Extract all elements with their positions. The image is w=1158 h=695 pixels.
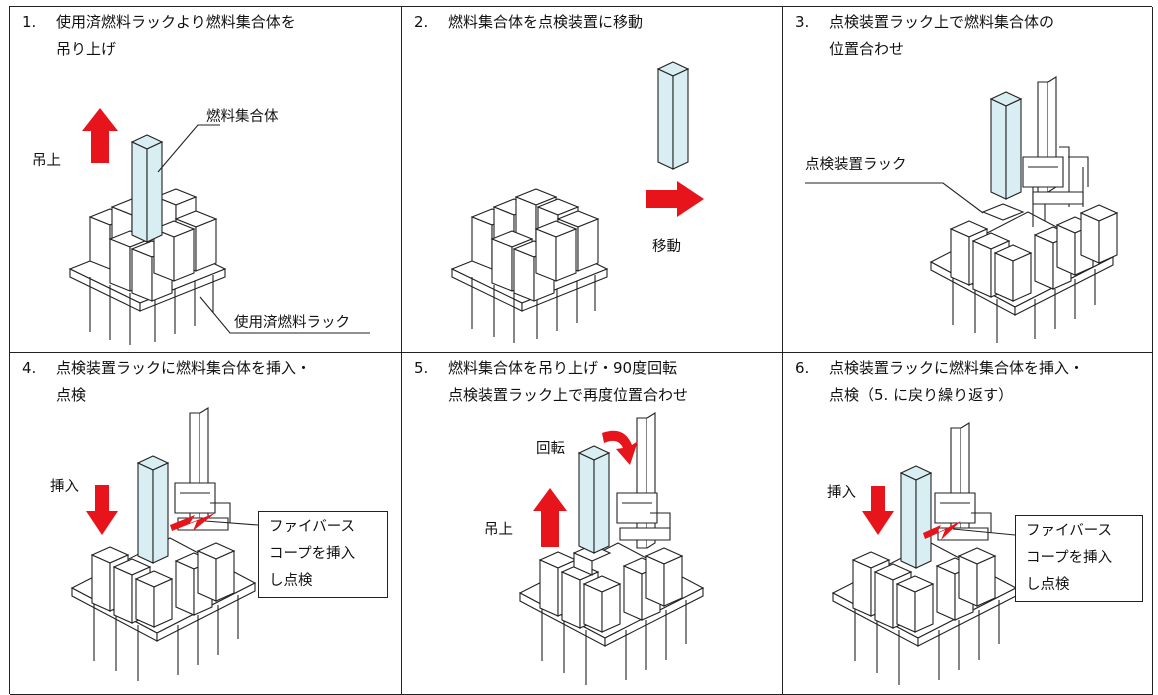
callout-line-2: コープを挿入 bbox=[1026, 550, 1113, 566]
step-number: 3. bbox=[795, 13, 810, 31]
fiberscope-arrow bbox=[170, 513, 215, 531]
caption-line-1: 使用済燃料ラックより燃料集合体を bbox=[56, 13, 296, 31]
label-spent-fuel-rack: 使用済燃料ラック bbox=[234, 315, 350, 331]
panel-step-5: 5. 燃料集合体を吊り上げ・90度回転 点検装置ラック上で再度位置合わせ 回転 … bbox=[402, 353, 783, 695]
label-lift: 吊上 bbox=[32, 153, 61, 169]
step-2-illustration bbox=[450, 61, 704, 343]
step-1-illustration bbox=[68, 108, 370, 345]
caption-line-2: 点検（5. に戻り繰り返す） bbox=[829, 386, 1014, 404]
label-lift: 吊上 bbox=[484, 522, 513, 538]
panel-step-1: 1. 使用済燃料ラックより燃料集合体を 吊り上げ 燃料集合体 吊上 使用済燃料ラ… bbox=[10, 7, 402, 353]
lift-arrow bbox=[82, 108, 118, 163]
panel-step-3: 3. 点検装置ラック上で燃料集合体の 位置合わせ 点検装置ラック bbox=[783, 7, 1153, 353]
fuel-assembly bbox=[989, 91, 1023, 200]
step-number: 5. bbox=[414, 359, 429, 377]
step-number: 6. bbox=[795, 359, 810, 377]
label-insert: 挿入 bbox=[827, 485, 856, 501]
fiberscope-callout: ファイバース コープを挿入 し点検 bbox=[1015, 515, 1143, 602]
insert-arrow bbox=[86, 485, 118, 535]
spent-fuel-rack bbox=[68, 188, 227, 345]
lift-arrow bbox=[533, 488, 567, 547]
label-rotate: 回転 bbox=[536, 441, 565, 457]
insert-arrow bbox=[862, 486, 894, 535]
callout-line-3: し点検 bbox=[1026, 577, 1070, 593]
step-5-illustration bbox=[518, 412, 705, 685]
caption-line-2: 点検 bbox=[56, 386, 87, 404]
panel-step-6: 6. 点検装置ラックに燃料集合体を挿入・ 点検（5. に戻り繰り返す） 挿入 フ… bbox=[783, 353, 1153, 695]
rotate-arrow bbox=[602, 430, 638, 465]
inspection-rack bbox=[518, 412, 705, 685]
caption-line-2: 点検装置ラック上で再度位置合わせ bbox=[448, 386, 689, 404]
inspection-rack bbox=[831, 422, 1018, 685]
caption-line-2: 吊り上げ bbox=[56, 40, 117, 58]
panel-step-2: 2. 燃料集合体を点検装置に移動 移動 bbox=[402, 7, 783, 353]
panel-step-4: 4. 点検装置ラックに燃料集合体を挿入・ 点検 挿入 ファイバース コープを挿入… bbox=[10, 353, 402, 695]
fuel-assembly bbox=[577, 445, 611, 554]
step-number: 4. bbox=[22, 359, 37, 377]
caption-line-1: 点検装置ラックに燃料集合体を挿入・ bbox=[829, 359, 1085, 377]
caption-line-1: 点検装置ラック上で燃料集合体の bbox=[829, 13, 1055, 31]
step-4-illustration bbox=[70, 407, 259, 681]
step-3-illustration bbox=[805, 76, 1119, 343]
caption-line-1: 点検装置ラックに燃料集合体を挿入・ bbox=[56, 359, 312, 377]
callout-line-2: コープを挿入 bbox=[269, 546, 356, 562]
callout-line-1: ファイバース bbox=[1026, 523, 1112, 539]
fiberscope-callout: ファイバース コープを挿入 し点検 bbox=[258, 511, 388, 598]
caption-line-1: 燃料集合体を吊り上げ・90度回転 bbox=[448, 359, 678, 377]
label-move: 移動 bbox=[652, 239, 681, 255]
leader-fuel-assembly bbox=[157, 124, 220, 173]
fuel-assembly bbox=[130, 134, 164, 243]
leader-callout bbox=[952, 528, 1016, 536]
caption-line-1: 燃料集合体を点検装置に移動 bbox=[448, 13, 644, 31]
callout-line-1: ファイバース bbox=[269, 519, 355, 535]
fuel-assembly bbox=[136, 455, 170, 564]
procedure-grid: 1. 使用済燃料ラックより燃料集合体を 吊り上げ 燃料集合体 吊上 使用済燃料ラ… bbox=[9, 6, 1153, 695]
fuel-assembly bbox=[899, 465, 933, 569]
leader-rack bbox=[199, 296, 370, 334]
leader-inspection-rack bbox=[805, 182, 984, 214]
step-6-illustration bbox=[831, 422, 1018, 685]
fuel-assembly bbox=[656, 61, 690, 170]
move-arrow bbox=[646, 181, 704, 217]
label-insert: 挿入 bbox=[50, 479, 79, 495]
step-number: 2. bbox=[414, 13, 429, 31]
step-number: 1. bbox=[22, 13, 37, 31]
spent-fuel-rack bbox=[450, 188, 609, 343]
label-fuel-assembly: 燃料集合体 bbox=[206, 109, 279, 125]
inspection-rack bbox=[929, 76, 1119, 343]
label-inspection-rack: 点検装置ラック bbox=[805, 157, 907, 173]
callout-line-3: し点検 bbox=[269, 573, 313, 589]
fiberscope-arrow bbox=[923, 521, 961, 540]
caption-line-2: 位置合わせ bbox=[829, 40, 905, 58]
leader-callout bbox=[204, 520, 259, 526]
